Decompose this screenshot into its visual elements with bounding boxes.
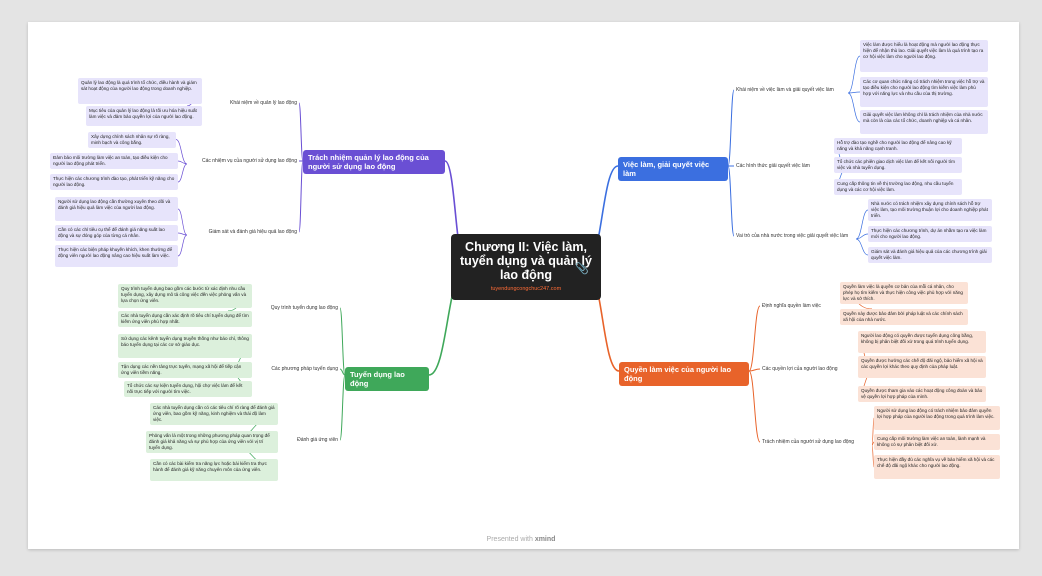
leaf-top-right-2-3[interactable]: Cung cấp thông tin về thị trường lao độn… — [834, 179, 962, 195]
subtopic-top-right-2[interactable]: Các hình thức giải quyết việc làm — [736, 163, 810, 169]
paperclip-icon[interactable]: 📎 — [575, 263, 589, 275]
leaf-top-left-1-2[interactable]: Mục tiêu của quản lý lao động là tối ưu … — [86, 106, 202, 126]
leaf-bottom-right-3-1[interactable]: Người sử dụng lao động có trách nhiệm bả… — [874, 406, 1000, 430]
presented-with-footer: Presented with xmind — [0, 536, 1042, 543]
leaf-bottom-right-3-3[interactable]: Thực hiện đầy đủ các nghĩa vụ về bảo hiể… — [874, 455, 1000, 479]
central-topic[interactable]: Chương II: Việc làm, tuyển dụng và quản … — [451, 234, 601, 300]
leaf-bottom-left-2-3[interactable]: Tổ chức các sự kiện tuyển dụng, hội chợ … — [124, 381, 252, 397]
subtopic-top-left-2[interactable]: Các nhiệm vụ của người sử dụng lao động — [201, 158, 297, 164]
subtopic-bottom-left-2[interactable]: Các phương pháp tuyển dụng — [271, 366, 338, 372]
subtopic-bottom-right-3[interactable]: Trách nhiệm của người sử dụng lao động — [762, 439, 855, 445]
leaf-bottom-left-3-3[interactable]: Cần có các bài kiểm tra năng lực hoặc bà… — [150, 459, 278, 481]
leaf-top-left-3-1[interactable]: Người sử dụng lao động cần thường xuyên … — [55, 197, 178, 221]
subtopic-bottom-left-3[interactable]: Đánh giá ứng viên — [297, 437, 338, 443]
leaf-bottom-left-1-2[interactable]: Các nhà tuyển dụng cần xác định rõ tiêu … — [118, 311, 252, 327]
leaf-top-left-3-2[interactable]: Cần có các chỉ tiêu cụ thể để đánh giá n… — [55, 225, 178, 241]
leaf-top-right-2-1[interactable]: Hỗ trợ đào tạo nghề cho người lao động đ… — [834, 138, 962, 154]
leaf-bottom-right-2-3[interactable]: Quyền được tham gia vào các hoạt động cô… — [858, 386, 986, 402]
subtopic-top-left-3[interactable]: Giám sát và đánh giá hiệu quả lao động — [208, 229, 297, 235]
leaf-top-right-3-3[interactable]: Giám sát và đánh giá hiệu quả của các ch… — [868, 247, 992, 263]
subtopic-top-right-3[interactable]: Vai trò của nhà nước trong việc giải quy… — [736, 233, 849, 239]
leaf-bottom-left-3-1[interactable]: Các nhà tuyển dụng cần có các tiêu chí r… — [150, 403, 278, 425]
branch-bottom-left[interactable]: Tuyển dụng lao động — [345, 367, 429, 391]
central-link[interactable]: tuyendungcongchuc247.com — [490, 286, 562, 292]
leaf-bottom-right-1-1[interactable]: Quyền làm việc là quyền cơ bản của mỗi c… — [840, 282, 968, 304]
leaf-top-right-2-2[interactable]: Tổ chức các phiên giao dịch việc làm để … — [834, 157, 962, 173]
leaf-top-right-3-1[interactable]: Nhà nước có trách nhiệm xây dựng chính s… — [868, 199, 992, 221]
leaf-top-right-1-1[interactable]: Việc làm được hiểu là hoạt động mà người… — [860, 40, 988, 72]
leaf-bottom-right-1-2[interactable]: Quyền này được bảo đảm bởi pháp luật và … — [840, 309, 968, 325]
footer-brand: xmind — [534, 536, 556, 543]
central-title: Chương II: Việc làm, tuyển dụng và quản … — [460, 240, 592, 282]
branch-top-right[interactable]: Việc làm, giải quyết việc làm — [618, 157, 728, 181]
subtopic-top-left-1[interactable]: Khái niệm về quản lý lao động — [230, 100, 297, 106]
leaf-bottom-right-2-1[interactable]: Người lao động có quyền được tuyển dụng … — [858, 331, 986, 353]
leaf-bottom-right-3-2[interactable]: Cung cấp môi trường làm việc an toàn, là… — [874, 434, 1000, 450]
branch-bottom-right[interactable]: Quyền làm việc của người lao động — [619, 362, 749, 386]
leaf-bottom-right-2-2[interactable]: Quyền được hưởng các chế độ đãi ngộ, bảo… — [858, 356, 986, 378]
leaf-top-left-3-3[interactable]: Thực hiện các biện pháp khuyến khích, kh… — [55, 245, 178, 267]
subtopic-bottom-right-2[interactable]: Các quyền lợi của người lao động — [762, 366, 838, 372]
leaf-top-left-2-1[interactable]: Xây dựng chính sách nhân sự rõ ràng, min… — [88, 132, 176, 148]
leaf-top-left-1-1[interactable]: Quản lý lao động là quá trình tổ chức, đ… — [78, 78, 202, 104]
leaf-bottom-left-2-1[interactable]: Sử dụng các kênh tuyển dụng truyền thống… — [118, 334, 252, 358]
subtopic-bottom-left-1[interactable]: Quy trình tuyển dụng lao động — [270, 305, 338, 311]
leaf-bottom-left-2-2[interactable]: Tận dụng các nền tảng trực tuyến, mạng x… — [118, 362, 252, 378]
leaf-top-right-3-2[interactable]: Thực hiện các chương trình, dự án nhằm t… — [868, 226, 992, 242]
leaf-bottom-left-1-1[interactable]: Quy trình tuyển dụng bao gồm các bước từ… — [118, 284, 252, 308]
branch-top-left[interactable]: Trách nhiệm quản lý lao động của người s… — [303, 150, 445, 174]
leaf-top-right-1-3[interactable]: Giải quyết việc làm không chỉ là trách n… — [860, 110, 988, 134]
leaf-top-left-2-3[interactable]: Thực hiện các chương trình đào tạo, phát… — [50, 174, 178, 190]
leaf-top-right-1-2[interactable]: Các cơ quan chức năng có trách nhiệm tro… — [860, 77, 988, 107]
footer-prefix: Presented with — [486, 536, 533, 543]
subtopic-bottom-right-1[interactable]: Định nghĩa quyền làm việc — [762, 303, 821, 309]
leaf-bottom-left-3-2[interactable]: Phỏng vấn là một trong những phương pháp… — [146, 431, 278, 453]
leaf-top-left-2-2[interactable]: Đảm bảo môi trường làm việc an toàn, tạo… — [50, 153, 178, 169]
subtopic-top-right-1[interactable]: Khái niệm về việc làm và giải quyết việc… — [736, 87, 834, 93]
